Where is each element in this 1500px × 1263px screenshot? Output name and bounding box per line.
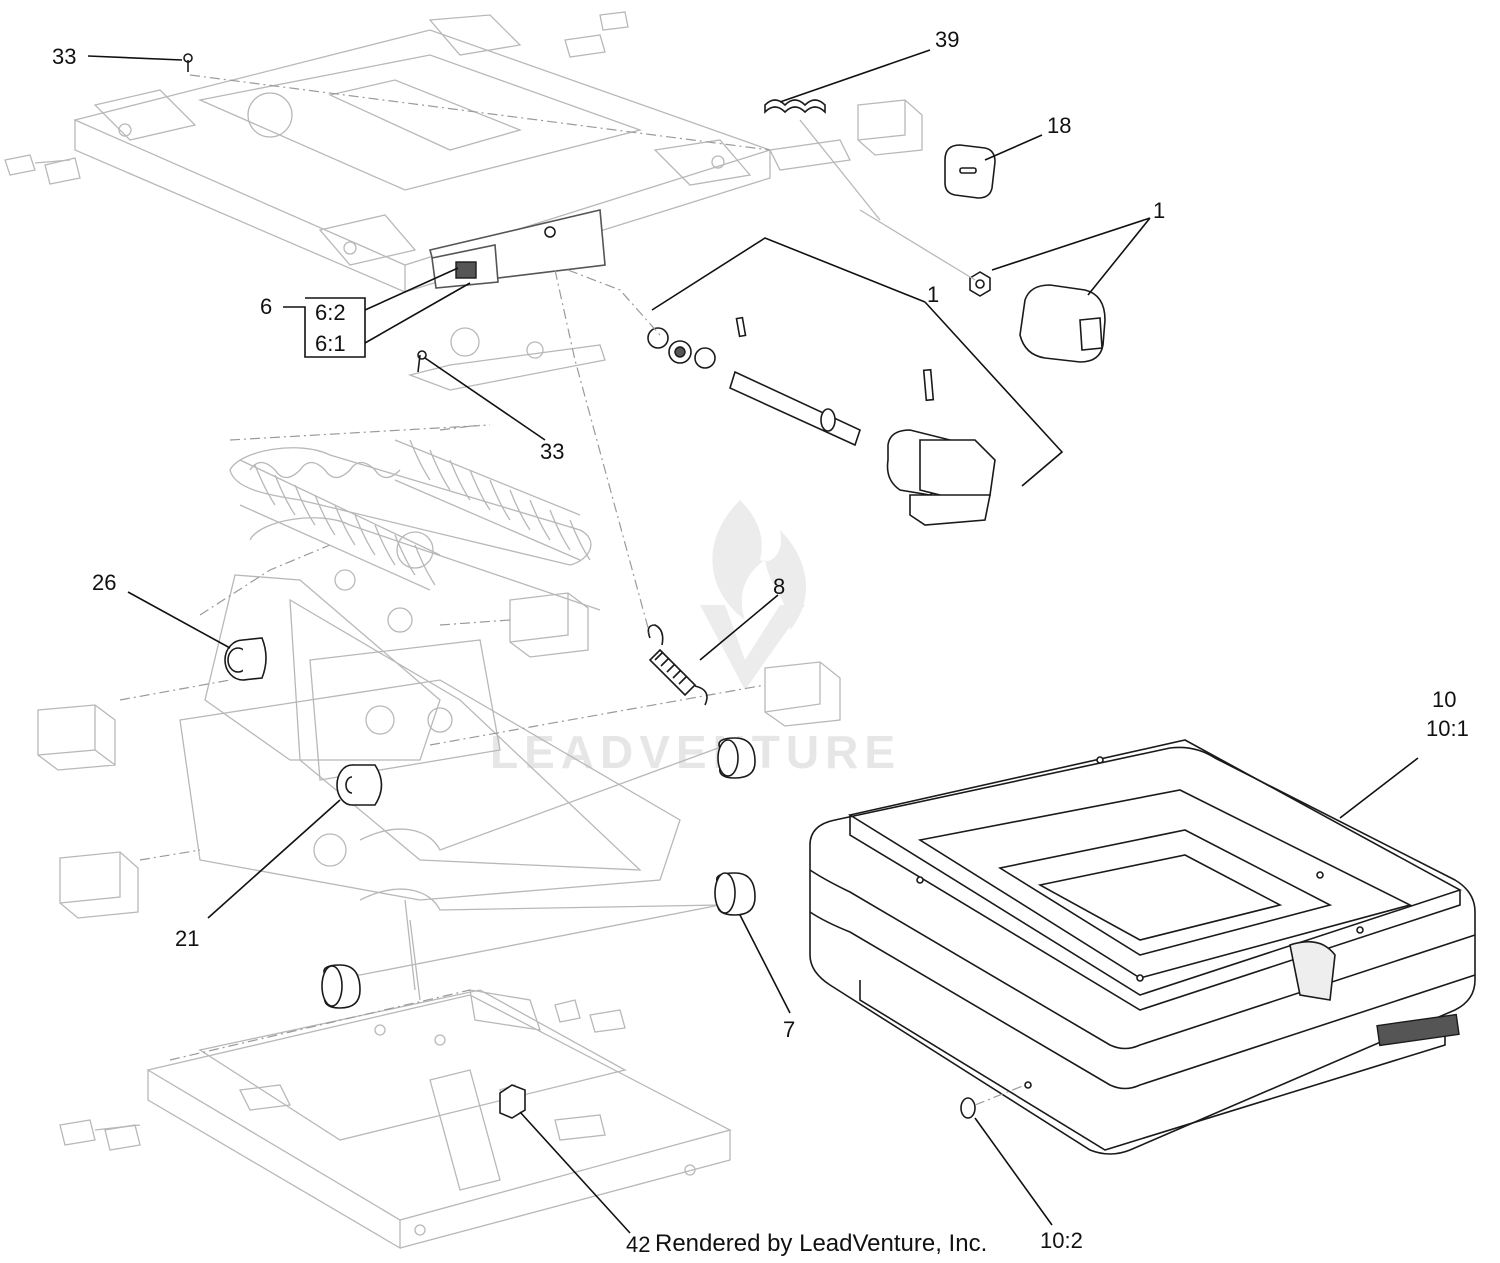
part-42-nut: [499, 1084, 526, 1119]
part-26-bushing: [224, 637, 267, 681]
switch-bracket: [429, 209, 606, 289]
callout-8: 8: [773, 574, 785, 599]
callout-labels: 33 39 18 1 1 6 6:2 6:1 33 26 8 10 10:1 2…: [52, 27, 1469, 1257]
part-8-spring: [554, 269, 708, 706]
callout-6-2: 6:2: [315, 300, 346, 325]
watermark: LEADVENTURE: [490, 500, 901, 778]
bottom-frame-ghost: [59, 989, 732, 1250]
callout-1-right: 1: [1153, 198, 1165, 223]
part-18-cap: [944, 144, 996, 199]
shaft-assembly: [567, 269, 996, 526]
part-10-2-plug: [960, 1084, 1026, 1119]
part-7-rollers: [321, 737, 756, 1009]
callout-10: 10: [1432, 687, 1456, 712]
part-10-cushion-base: [809, 739, 1476, 1155]
callout-42: 42: [626, 1232, 650, 1257]
scissor-mechanism-ghost: [179, 424, 741, 1001]
watermark-flame-icon: [712, 500, 807, 630]
leader-lines: [87, 49, 1419, 1234]
blocks-ghost: [37, 99, 923, 919]
callout-6: 6: [260, 294, 272, 319]
render-credit: Rendered by LeadVenture, Inc.: [655, 1230, 987, 1257]
callout-10-2: 10:2: [1040, 1228, 1083, 1253]
callout-33-mid: 33: [540, 439, 564, 464]
top-frame-ghost: [4, 11, 773, 293]
callout-21: 21: [175, 926, 199, 951]
callout-33-top: 33: [52, 44, 76, 69]
watermark-v-icon: [700, 605, 805, 690]
watermark-text: LEADVENTURE: [490, 726, 901, 778]
springs-ghost: [229, 424, 591, 591]
callout-26: 26: [92, 570, 116, 595]
part-33-pin-top: [183, 53, 193, 72]
callout-18: 18: [1047, 113, 1071, 138]
callout-1-mid: 1: [927, 282, 939, 307]
callout-10-1: 10:1: [1426, 716, 1469, 741]
callout-39: 39: [935, 27, 959, 52]
part-39-clip: [764, 99, 881, 221]
part-33-pin-mid: [407, 327, 606, 391]
part-21-bushing: [336, 764, 383, 806]
callout-7: 7: [783, 1017, 795, 1042]
part-1-knob: [859, 209, 1106, 363]
callout-6-1: 6:1: [315, 331, 346, 356]
